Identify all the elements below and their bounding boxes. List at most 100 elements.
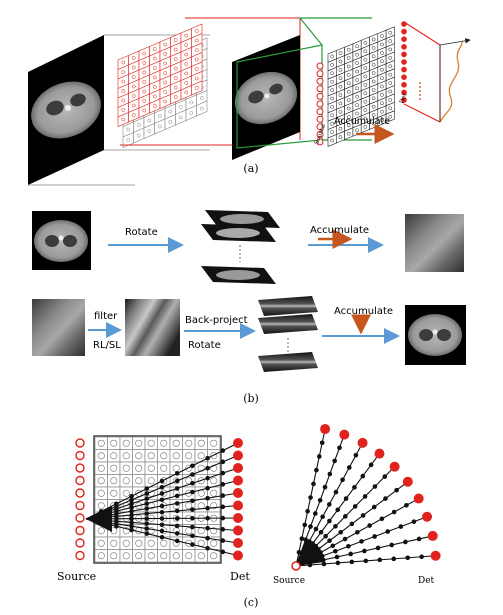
sample-point xyxy=(373,484,378,489)
source-circle xyxy=(76,514,84,522)
sample-point xyxy=(190,534,195,539)
sample-point xyxy=(308,524,313,529)
detector-dot xyxy=(390,462,400,472)
grid-cell xyxy=(133,462,146,475)
grid-cell xyxy=(108,487,121,500)
grid-cell xyxy=(183,450,196,463)
sample-point xyxy=(145,501,150,506)
ct-image-reconstructed xyxy=(405,305,466,365)
sample-point xyxy=(205,516,210,521)
sample-point xyxy=(190,507,195,512)
filter-label: filter xyxy=(94,311,118,322)
detector-dot xyxy=(233,538,243,548)
grid-cell xyxy=(95,537,108,550)
projection-profile-curve xyxy=(440,40,470,122)
grid-cell xyxy=(208,450,221,463)
detector-dot xyxy=(233,488,243,498)
sample-point xyxy=(336,561,341,566)
sample-point xyxy=(362,549,367,554)
sample-point xyxy=(323,485,328,490)
sample-point xyxy=(314,527,319,532)
sample-point xyxy=(346,544,351,549)
grid-cell xyxy=(170,450,183,463)
detector-dot xyxy=(401,59,407,65)
sample-point xyxy=(363,494,368,499)
source-circle xyxy=(317,116,323,122)
sample-point xyxy=(175,494,180,499)
sample-point xyxy=(392,510,397,515)
sample-point xyxy=(338,530,343,535)
detector-dot xyxy=(422,512,432,522)
sample-point xyxy=(145,521,150,526)
sample-point xyxy=(347,465,352,470)
sample-point xyxy=(376,546,381,551)
sample-point xyxy=(405,555,410,560)
grid-cell xyxy=(183,550,196,563)
sample-point xyxy=(190,542,195,547)
sample-point xyxy=(145,511,150,516)
sample-point xyxy=(343,514,348,519)
sample-point xyxy=(343,537,348,542)
sample-point xyxy=(369,463,374,468)
sample-point xyxy=(205,456,210,461)
sample-point xyxy=(145,506,150,511)
detector-dot xyxy=(233,513,243,523)
sample-point xyxy=(175,486,180,491)
grid-cell xyxy=(158,437,171,450)
sample-point xyxy=(221,482,226,487)
sample-point xyxy=(399,524,404,529)
detector-dot xyxy=(320,424,330,434)
sample-point xyxy=(367,523,372,528)
sample-point xyxy=(205,486,210,491)
grid-cell xyxy=(108,437,121,450)
sample-point xyxy=(350,560,355,565)
sample-point xyxy=(394,488,399,493)
caption-b: (b) xyxy=(243,392,259,405)
sample-point xyxy=(205,536,210,541)
sample-point xyxy=(145,531,150,536)
sample-point xyxy=(382,474,387,479)
detector-dots xyxy=(401,21,407,103)
sample-point xyxy=(391,557,396,562)
detector-dot xyxy=(414,494,424,504)
source-point-right xyxy=(292,562,300,570)
sample-point xyxy=(377,558,382,563)
detector-dot xyxy=(233,501,243,511)
grid-cell xyxy=(195,500,208,513)
grid-cell xyxy=(195,550,208,563)
sample-point xyxy=(175,516,180,521)
detector-dot xyxy=(233,526,243,536)
sample-point xyxy=(205,466,210,471)
grid-cell xyxy=(95,462,108,475)
detector-dot xyxy=(358,438,368,448)
sample-point xyxy=(190,481,195,486)
grid-cell xyxy=(208,500,221,513)
grid-cell xyxy=(108,475,121,488)
source-circle xyxy=(317,86,323,92)
sample-point xyxy=(412,519,417,524)
sample-point xyxy=(364,559,369,564)
sample-point xyxy=(355,530,360,535)
grid-cell xyxy=(108,450,121,463)
grid-cell xyxy=(133,437,146,450)
sample-point xyxy=(221,505,226,510)
sample-point xyxy=(360,474,365,479)
sample-point xyxy=(160,529,165,534)
grid-cell xyxy=(133,475,146,488)
sample-point xyxy=(221,550,226,555)
grid-cell xyxy=(208,525,221,538)
source-circle xyxy=(317,71,323,77)
sample-point xyxy=(359,539,364,544)
sample-point xyxy=(160,491,165,496)
detector-dot xyxy=(374,449,384,459)
source-circle xyxy=(76,477,84,485)
sample-point xyxy=(335,555,340,560)
sample-point xyxy=(190,499,195,504)
sample-point xyxy=(340,477,345,482)
sample-point xyxy=(160,497,165,502)
sample-point xyxy=(311,482,316,487)
source-circle xyxy=(76,539,84,547)
grid-cell xyxy=(195,450,208,463)
detector-dot xyxy=(401,67,407,73)
source-circle xyxy=(317,78,323,84)
